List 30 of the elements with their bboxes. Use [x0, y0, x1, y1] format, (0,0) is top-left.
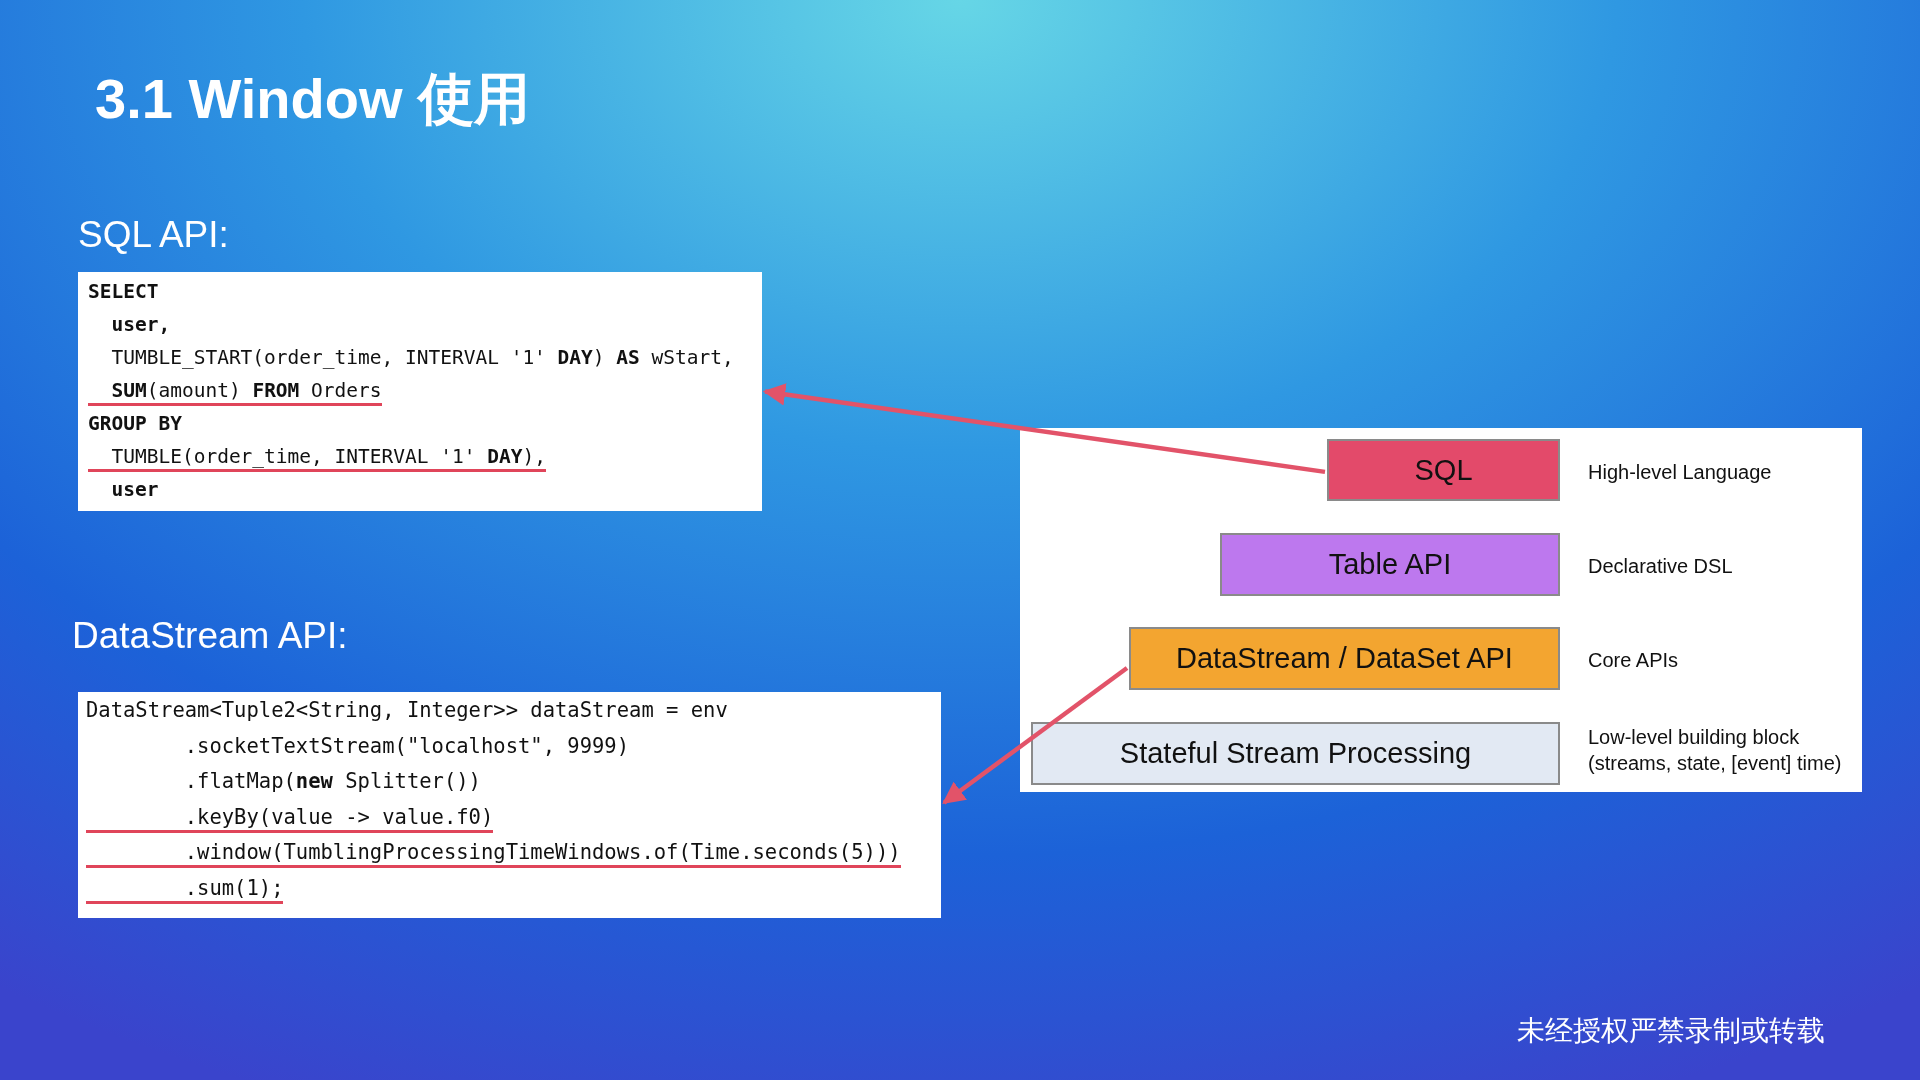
slide-title: 3.1 Window 使用 — [95, 66, 531, 132]
arrow — [762, 383, 1326, 475]
code-line: TUMBLE(order_time, INTERVAL '1' DAY), — [88, 445, 546, 472]
code-block — [78, 272, 762, 511]
section-heading: SQL API: — [78, 214, 229, 256]
code-line: .keyBy(value -> value.f0) — [86, 804, 494, 833]
code-line: GROUP BY — [88, 412, 182, 435]
layer-description: High-level Language — [1588, 460, 1773, 485]
code-line: DataStream<Tuple2<String, Integer>> dataStream = env — [86, 698, 728, 722]
code-line: .socketTextStream("localhost", 9999) — [183, 733, 630, 758]
code-block — [78, 692, 941, 918]
code-line: .sum(1); — [86, 875, 284, 904]
code-line: user, — [110, 313, 171, 336]
layer-box: Stateful Stream Processing — [1031, 722, 1560, 785]
code-line: .flatMap(new Splitter()) — [183, 769, 481, 793]
code-line: .window(TumblingProcessingTimeWindows.of(Time.seconds(5))) — [86, 840, 901, 868]
notice-text: 未经授权严禁录制或转载 — [1517, 1014, 1825, 1048]
code-line: user — [110, 478, 159, 501]
layer-box: SQL — [1327, 439, 1560, 501]
diagram-panel — [1020, 428, 1862, 792]
layer-box: DataStream / DataSet API — [1129, 627, 1560, 690]
arrow — [942, 666, 1129, 805]
layer-description: Low-level building block (streams, state, [event] time) — [1588, 725, 1843, 776]
layer-description: Core APIs — [1588, 648, 1680, 673]
layer-description: Declarative DSL — [1588, 554, 1734, 579]
section-heading: DataStream API: — [72, 615, 348, 657]
layer-box: Table API — [1220, 533, 1560, 596]
code-line: SELECT — [88, 280, 159, 303]
code-line: TUMBLE_START(order_time, INTERVAL '1' DAY) AS wStart, — [110, 346, 734, 369]
code-line: SUM(amount) FROM Orders — [88, 379, 382, 406]
